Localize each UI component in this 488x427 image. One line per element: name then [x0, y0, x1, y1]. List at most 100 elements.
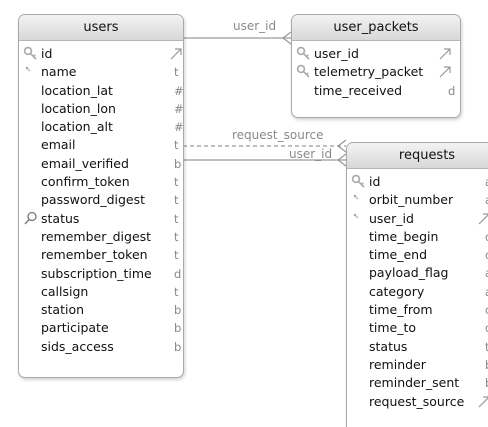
- relation-arrow-icon: [478, 395, 488, 407]
- table-requests-column-orbit-number[interactable]: orbit_number a: [347, 191, 488, 209]
- column-name: name: [41, 64, 77, 80]
- column-name: location_lon: [41, 100, 116, 116]
- column-name: time_to: [369, 320, 417, 336]
- key-icon: [22, 45, 40, 63]
- table-requests-column-category[interactable]: categorya: [347, 283, 488, 301]
- relationship-label-request-source: request_source: [232, 128, 324, 142]
- column-name: location_alt: [41, 119, 113, 135]
- column-name: id: [41, 46, 53, 61]
- column-name: callsign: [41, 283, 89, 299]
- column-type: t: [174, 65, 179, 80]
- table-user-packets-column-time-received[interactable]: time_received d: [292, 82, 460, 100]
- table-requests-title[interactable]: requests: [347, 143, 488, 169]
- column-type: a: [485, 173, 488, 191]
- table-requests-column-id[interactable]: ida: [347, 173, 488, 191]
- table-users-title[interactable]: users: [19, 15, 183, 41]
- key-icon: [295, 45, 313, 63]
- table-users-column-email-verified[interactable]: email_verified b: [19, 155, 183, 173]
- table-users-column-location-alt[interactable]: location_alt #: [19, 118, 183, 136]
- relationship-label-user-id-requests: user_id: [289, 147, 333, 161]
- column-name: payload_flag: [369, 265, 449, 281]
- table-requests-columns: idaorbit_numberauser_idtime_begindtime_e…: [347, 169, 488, 411]
- table-requests-column-request-source[interactable]: request_source: [347, 393, 488, 411]
- column-type: d: [485, 319, 488, 337]
- column-type: t: [174, 211, 179, 226]
- table-user-packets-column-user-id[interactable]: user_id: [292, 45, 460, 63]
- column-type: t: [174, 193, 179, 208]
- column-type: a: [485, 283, 488, 301]
- relationship-label-user-id-packets: user_id: [233, 19, 277, 33]
- table-user-packets-title[interactable]: user_packets: [292, 15, 460, 41]
- column-type: #: [174, 83, 184, 98]
- column-type: d: [485, 301, 488, 319]
- search-icon: [22, 210, 40, 228]
- column-type: b: [174, 321, 182, 336]
- table-requests-column-time-end[interactable]: time_endd: [347, 246, 488, 264]
- relation-arrow-icon: [170, 48, 182, 60]
- column-name: location_lat: [41, 82, 113, 98]
- column-type: t: [174, 229, 179, 244]
- relation-arrow-icon: [478, 212, 488, 225]
- table-requests-column-time-from[interactable]: time_from d: [347, 301, 488, 319]
- column-type: t: [174, 248, 179, 263]
- table-requests-column-time-begin[interactable]: time_begind: [347, 228, 488, 246]
- relation-arrow-icon: [439, 66, 451, 78]
- table-users-column-email[interactable]: email t: [19, 136, 183, 154]
- key-icon: [350, 173, 368, 191]
- column-type: d: [174, 266, 182, 281]
- table-users-column-status[interactable]: status t: [19, 210, 183, 228]
- column-name: reminder: [369, 356, 426, 372]
- column-type: a: [485, 191, 488, 209]
- column-type: t: [174, 175, 179, 190]
- column-type: b: [174, 156, 182, 171]
- column-name: reminder_sent: [369, 375, 460, 391]
- table-users-column-location-lat[interactable]: location_lat #: [19, 82, 183, 100]
- column-type: a: [485, 264, 488, 282]
- relation-arrow-icon: [439, 48, 451, 60]
- table-users-column-remember-token[interactable]: remember_token t: [19, 246, 183, 264]
- column-name: time_begin: [369, 228, 439, 244]
- column-name: orbit_number: [369, 192, 454, 208]
- table-users-column-location-lon[interactable]: location_lon#: [19, 100, 183, 118]
- column-name: remember_digest: [41, 228, 152, 244]
- table-requests-column-payload-flag[interactable]: payload_flag a: [347, 264, 488, 282]
- column-name: status: [41, 210, 80, 226]
- column-name: time_from: [369, 302, 433, 318]
- column-name: time_received: [314, 82, 403, 98]
- table-users-column-remember-digest[interactable]: remember_digest t: [19, 228, 183, 246]
- column-type: t: [174, 138, 179, 153]
- column-name: telemetry_packet: [314, 64, 424, 80]
- column-type: #: [174, 120, 184, 135]
- column-name: status: [369, 338, 408, 354]
- table-user-packets-column-telemetry-packet[interactable]: telemetry_packet: [292, 63, 460, 81]
- table-requests-column-time-to[interactable]: time_to d: [347, 319, 488, 337]
- column-name: email: [41, 137, 76, 153]
- index-icon: [350, 210, 368, 228]
- table-requests-column-reminder[interactable]: reminder b: [347, 356, 488, 374]
- table-users-column-name[interactable]: name t: [19, 63, 183, 81]
- column-type: b: [485, 356, 488, 374]
- table-requests-column-user-id[interactable]: user_id: [347, 210, 488, 228]
- column-name: remember_token: [41, 247, 148, 263]
- column-type: d: [485, 246, 488, 264]
- table-requests-column-reminder-sent[interactable]: reminder_sentb: [347, 374, 488, 392]
- column-name: user_id: [369, 210, 414, 226]
- table-requests[interactable]: requests idaorbit_numberauser_idtime_beg…: [346, 142, 488, 427]
- column-type: d: [448, 83, 456, 98]
- column-name: request_source: [369, 393, 465, 409]
- column-name: email_verified: [41, 155, 129, 171]
- table-users-column-id[interactable]: id: [19, 45, 183, 63]
- crow-foot-requests-user-id: [337, 153, 347, 167]
